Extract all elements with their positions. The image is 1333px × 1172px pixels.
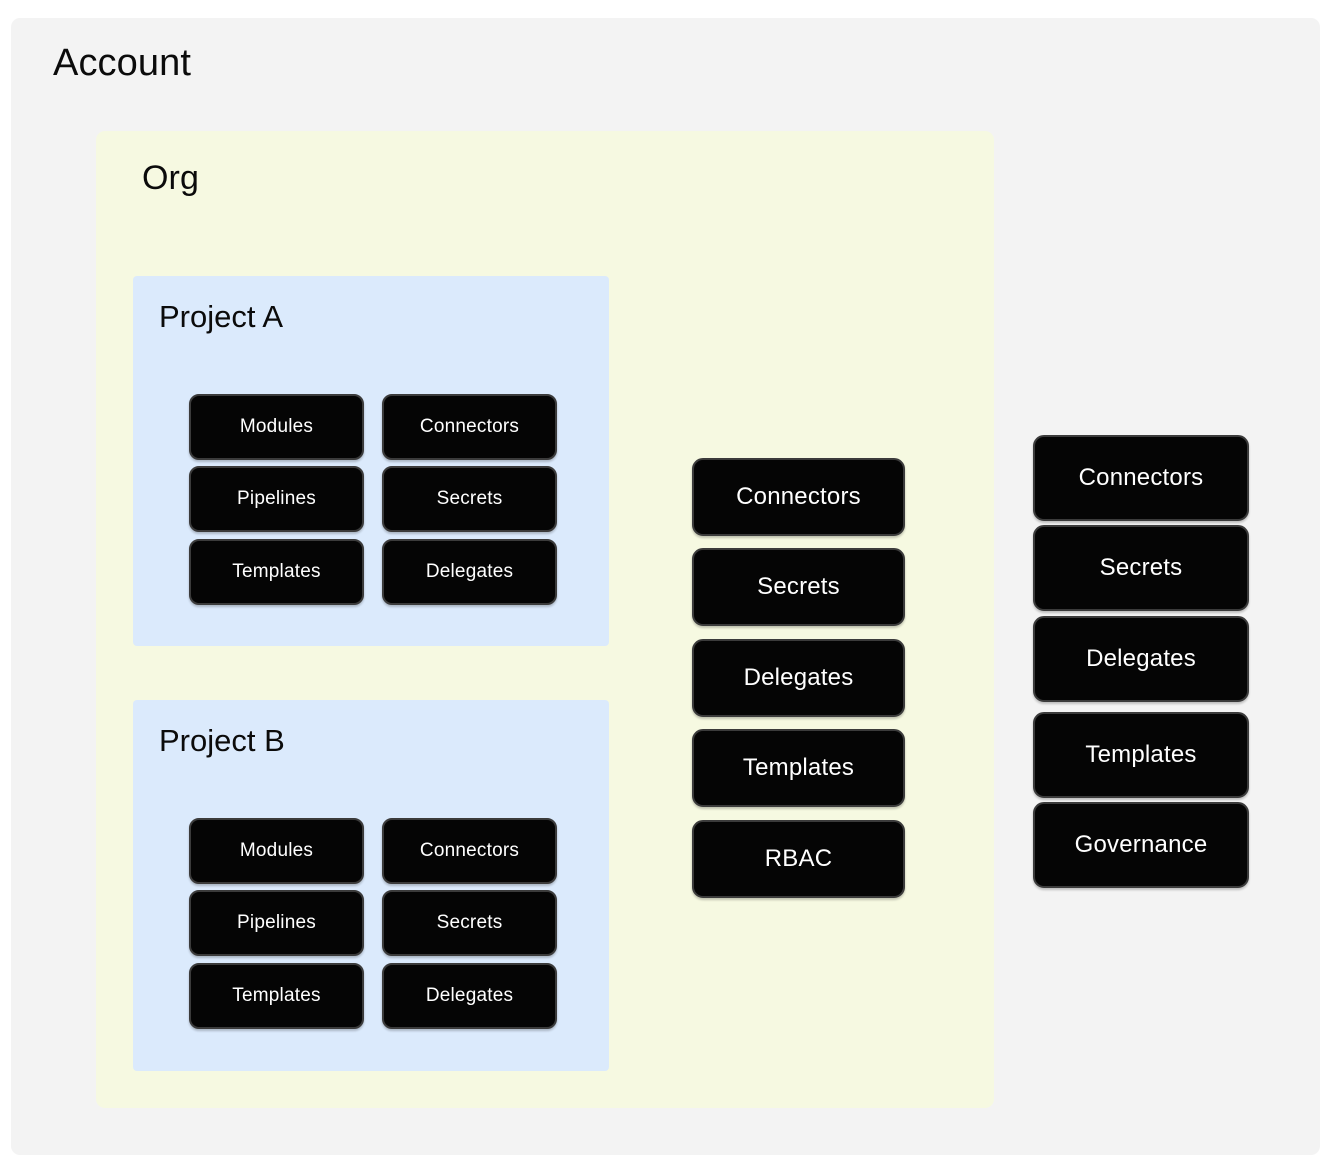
- project-b-resource-templates[interactable]: Templates: [189, 963, 364, 1029]
- account-resource-connectors[interactable]: Connectors: [1033, 435, 1249, 521]
- account-resource-column: Connectors Secrets Delegates Templates G…: [1033, 435, 1249, 903]
- org-resource-column: Connectors Secrets Delegates Templates R…: [692, 458, 905, 910]
- project-a-title: Project A: [159, 299, 284, 334]
- project-a-resource-delegates[interactable]: Delegates: [382, 539, 557, 605]
- project-b-resource-pipelines[interactable]: Pipelines: [189, 890, 364, 956]
- project-a-resource-templates[interactable]: Templates: [189, 539, 364, 605]
- org-resource-templates[interactable]: Templates: [692, 729, 905, 807]
- org-resource-connectors[interactable]: Connectors: [692, 458, 905, 536]
- project-b-resource-grid: Modules Connectors Pipelines Secrets Tem…: [189, 818, 559, 1040]
- project-a-resource-secrets[interactable]: Secrets: [382, 466, 557, 532]
- project-b-resource-secrets[interactable]: Secrets: [382, 890, 557, 956]
- project-b-resource-modules[interactable]: Modules: [189, 818, 364, 884]
- org-resource-secrets[interactable]: Secrets: [692, 548, 905, 626]
- account-resource-secrets[interactable]: Secrets: [1033, 525, 1249, 611]
- account-resource-delegates[interactable]: Delegates: [1033, 616, 1249, 702]
- project-a-resource-grid: Modules Connectors Pipelines Secrets Tem…: [189, 394, 559, 616]
- project-b-title: Project B: [159, 723, 285, 758]
- project-b-resource-connectors[interactable]: Connectors: [382, 818, 557, 884]
- project-a-resource-modules[interactable]: Modules: [189, 394, 364, 460]
- project-b-panel: Project B Modules Connectors Pipelines S…: [133, 700, 609, 1071]
- project-a-panel: Project A Modules Connectors Pipelines S…: [133, 276, 609, 646]
- org-scope-panel: Org Project A Modules Connectors Pipelin…: [96, 131, 994, 1108]
- account-resource-templates[interactable]: Templates: [1033, 712, 1249, 798]
- org-resource-rbac[interactable]: RBAC: [692, 820, 905, 898]
- org-resource-delegates[interactable]: Delegates: [692, 639, 905, 717]
- account-resource-governance[interactable]: Governance: [1033, 802, 1249, 888]
- account-scope-panel: Account Org Project A Modules Connectors…: [11, 18, 1320, 1155]
- account-scope-title: Account: [53, 42, 192, 84]
- project-a-resource-connectors[interactable]: Connectors: [382, 394, 557, 460]
- project-b-resource-delegates[interactable]: Delegates: [382, 963, 557, 1029]
- org-scope-title: Org: [142, 159, 199, 197]
- project-a-resource-pipelines[interactable]: Pipelines: [189, 466, 364, 532]
